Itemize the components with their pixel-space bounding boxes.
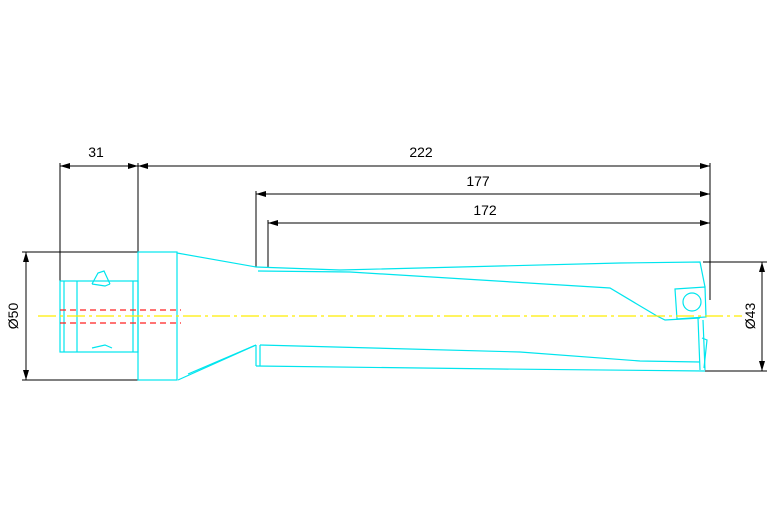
hidden-lines	[60, 309, 181, 324]
dimension-31: 31	[59, 144, 139, 283]
insert-screw-icon	[682, 292, 702, 312]
dimension-label-d50: Ø50	[5, 303, 21, 330]
dimension-172: 172	[267, 202, 710, 268]
dimension-label-31: 31	[88, 144, 104, 160]
dimension-177: 177	[255, 173, 710, 267]
dimension-label-d43: Ø43	[742, 303, 758, 330]
dimension-diameter-43: Ø43	[703, 261, 767, 372]
dimension-label-177: 177	[466, 173, 490, 189]
dimension-diameter-50: Ø50	[5, 251, 138, 381]
dimension-label-222: 222	[409, 144, 433, 160]
dimension-222: 222	[138, 144, 711, 300]
dimension-label-172: 172	[473, 202, 497, 218]
